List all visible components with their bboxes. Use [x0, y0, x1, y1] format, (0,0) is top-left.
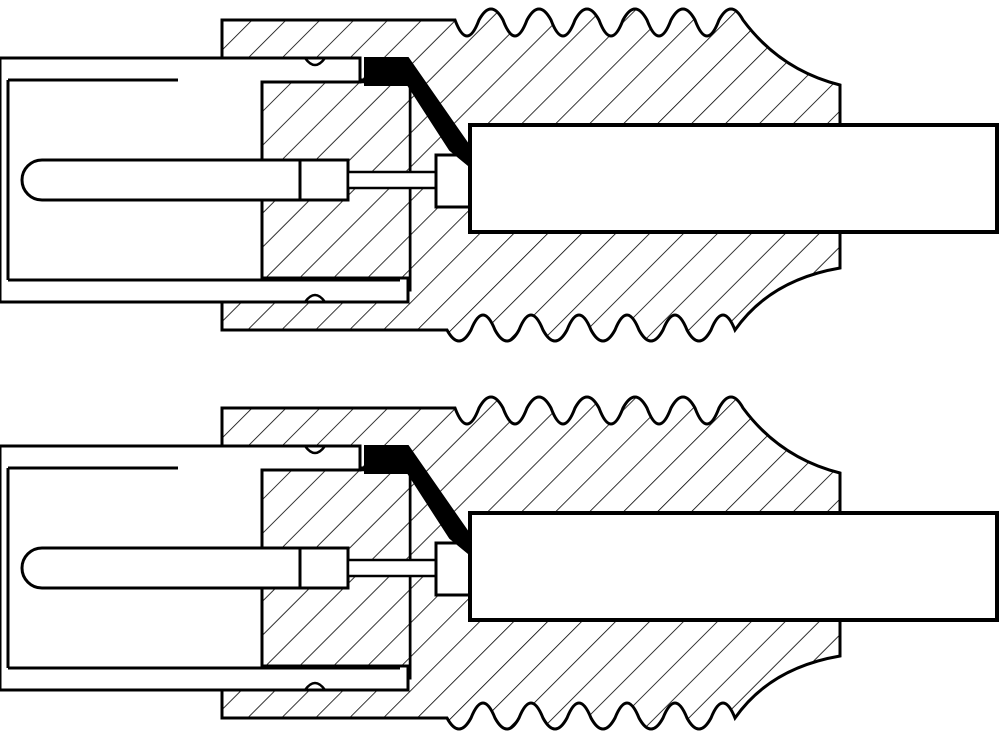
center-pin	[20, 158, 302, 202]
pin-collar	[298, 158, 350, 202]
connector-top	[0, 7, 999, 343]
threaded-body	[220, 7, 842, 343]
connector-bottom	[0, 395, 999, 731]
pin-shaft	[346, 558, 438, 578]
pin-shaft	[346, 170, 438, 190]
cable-jacket	[468, 123, 999, 234]
pin-collar	[298, 546, 350, 590]
pin-socket-contact	[434, 541, 472, 597]
cable-jacket	[468, 511, 999, 622]
black-seal	[364, 57, 473, 171]
threaded-body	[220, 395, 842, 731]
center-pin	[20, 546, 302, 590]
black-seal	[364, 445, 473, 559]
shell-notches	[303, 445, 327, 691]
shell-notches	[303, 57, 327, 303]
